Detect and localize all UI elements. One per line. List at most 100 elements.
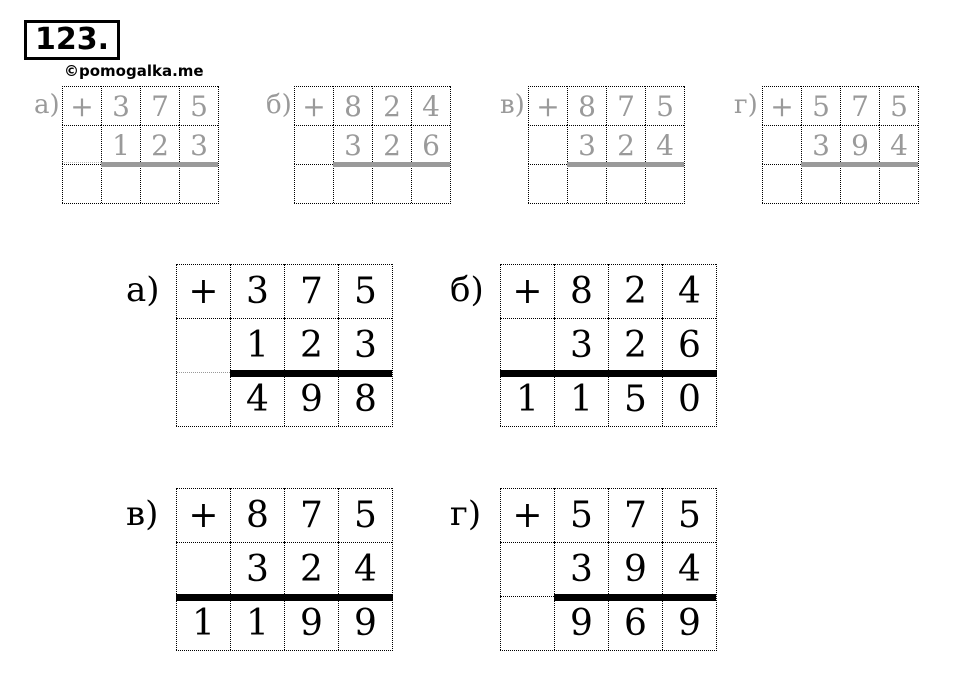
grid-cell: 1 [176, 596, 230, 650]
sum-line [176, 594, 393, 601]
grid-cell [176, 372, 230, 426]
grid-cell: 9 [284, 372, 338, 426]
exercise-label: в) [500, 90, 525, 120]
grid-cell: + [500, 488, 554, 542]
grid-cell: 7 [284, 488, 338, 542]
grid-cell: 8 [567, 86, 606, 125]
digit-grid: + 8 7 5 3 2 4 [528, 86, 685, 204]
grid-cell: 2 [140, 125, 179, 164]
grid-cell: 7 [140, 86, 179, 125]
grid-cell: + [528, 86, 567, 125]
grid-cell: 3 [554, 318, 608, 372]
grid-cell: 5 [662, 488, 716, 542]
grid-cell: + [176, 488, 230, 542]
grid-cell: 5 [645, 86, 684, 125]
exercise-label: г) [734, 90, 758, 120]
exercise-label: а) [34, 90, 60, 120]
grid-cell: 5 [179, 86, 218, 125]
carry-line [176, 372, 230, 373]
grid-cell [567, 164, 606, 203]
grid-cell: 5 [879, 86, 918, 125]
grid-cell: 9 [662, 596, 716, 650]
grid-cell: 6 [608, 596, 662, 650]
grid-cell [645, 164, 684, 203]
solution-label: г) [450, 494, 482, 534]
grid-cell: 5 [554, 488, 608, 542]
grid-cell: 4 [230, 372, 284, 426]
grid-cell: 2 [608, 264, 662, 318]
grid-cell: 5 [338, 488, 392, 542]
digit-grid: + 8 7 5 3 2 4 1 1 9 9 [176, 488, 393, 651]
digit-grid: + 8 2 4 3 2 6 [294, 86, 451, 204]
solution-label: а) [126, 270, 160, 310]
sum-line [500, 370, 717, 377]
grid-cell: 5 [801, 86, 840, 125]
grid-cell: 1 [554, 372, 608, 426]
exercise-label: б) [266, 90, 292, 120]
grid-cell [528, 125, 567, 164]
grid-cell [176, 318, 230, 372]
digit-grid: + 5 7 5 3 9 4 9 6 9 [500, 488, 717, 651]
grid-cell: 8 [230, 488, 284, 542]
grid-cell: 8 [333, 86, 372, 125]
grid-cell [500, 542, 554, 596]
grid-cell [500, 318, 554, 372]
grid-cell: 7 [284, 264, 338, 318]
grid-cell [62, 164, 101, 203]
grid-cell: 4 [411, 86, 450, 125]
watermark: ©pomogalka.me [64, 62, 204, 80]
solution-label: в) [126, 494, 159, 534]
sum-line [230, 370, 392, 377]
grid-cell: 1 [500, 372, 554, 426]
sum-line [101, 162, 218, 167]
grid-cell [62, 125, 101, 164]
grid-cell: 4 [879, 125, 918, 164]
grid-cell [294, 164, 333, 203]
grid-cell: 9 [284, 596, 338, 650]
grid-cell: + [500, 264, 554, 318]
grid-cell: 2 [372, 86, 411, 125]
grid-cell: + [176, 264, 230, 318]
grid-cell: 2 [284, 318, 338, 372]
grid-cell [528, 164, 567, 203]
grid-cell: + [62, 86, 101, 125]
grid-cell: 5 [338, 264, 392, 318]
grid-cell: 4 [662, 264, 716, 318]
grid-cell: 9 [338, 596, 392, 650]
grid-cell: 8 [338, 372, 392, 426]
sum-line [801, 162, 918, 167]
grid-cell [140, 164, 179, 203]
grid-cell: 3 [333, 125, 372, 164]
grid-cell [801, 164, 840, 203]
grid-cell [333, 164, 372, 203]
grid-cell [840, 164, 879, 203]
grid-cell: 7 [840, 86, 879, 125]
grid-cell [879, 164, 918, 203]
digit-grid: + 5 7 5 3 9 4 [762, 86, 919, 204]
solution-label: б) [450, 270, 484, 310]
grid-cell: 3 [101, 86, 140, 125]
grid-cell: 3 [230, 542, 284, 596]
grid-cell: 6 [662, 318, 716, 372]
grid-cell: 0 [662, 372, 716, 426]
grid-cell: 9 [554, 596, 608, 650]
sum-line [567, 162, 684, 167]
grid-cell: 1 [230, 318, 284, 372]
grid-cell: 4 [338, 542, 392, 596]
grid-cell: 6 [411, 125, 450, 164]
grid-cell: 3 [554, 542, 608, 596]
grid-cell: 2 [608, 318, 662, 372]
grid-cell: + [294, 86, 333, 125]
grid-cell [372, 164, 411, 203]
grid-cell: 2 [284, 542, 338, 596]
grid-cell [500, 596, 554, 650]
grid-cell: 4 [662, 542, 716, 596]
sum-line [333, 162, 450, 167]
digit-grid: + 8 2 4 3 2 6 1 1 5 0 [500, 264, 717, 427]
digit-grid: + 3 7 5 1 2 3 4 9 8 [176, 264, 393, 427]
grid-cell: 7 [606, 86, 645, 125]
grid-cell: 9 [608, 542, 662, 596]
grid-cell: 1 [230, 596, 284, 650]
grid-cell: 3 [230, 264, 284, 318]
grid-cell [294, 125, 333, 164]
